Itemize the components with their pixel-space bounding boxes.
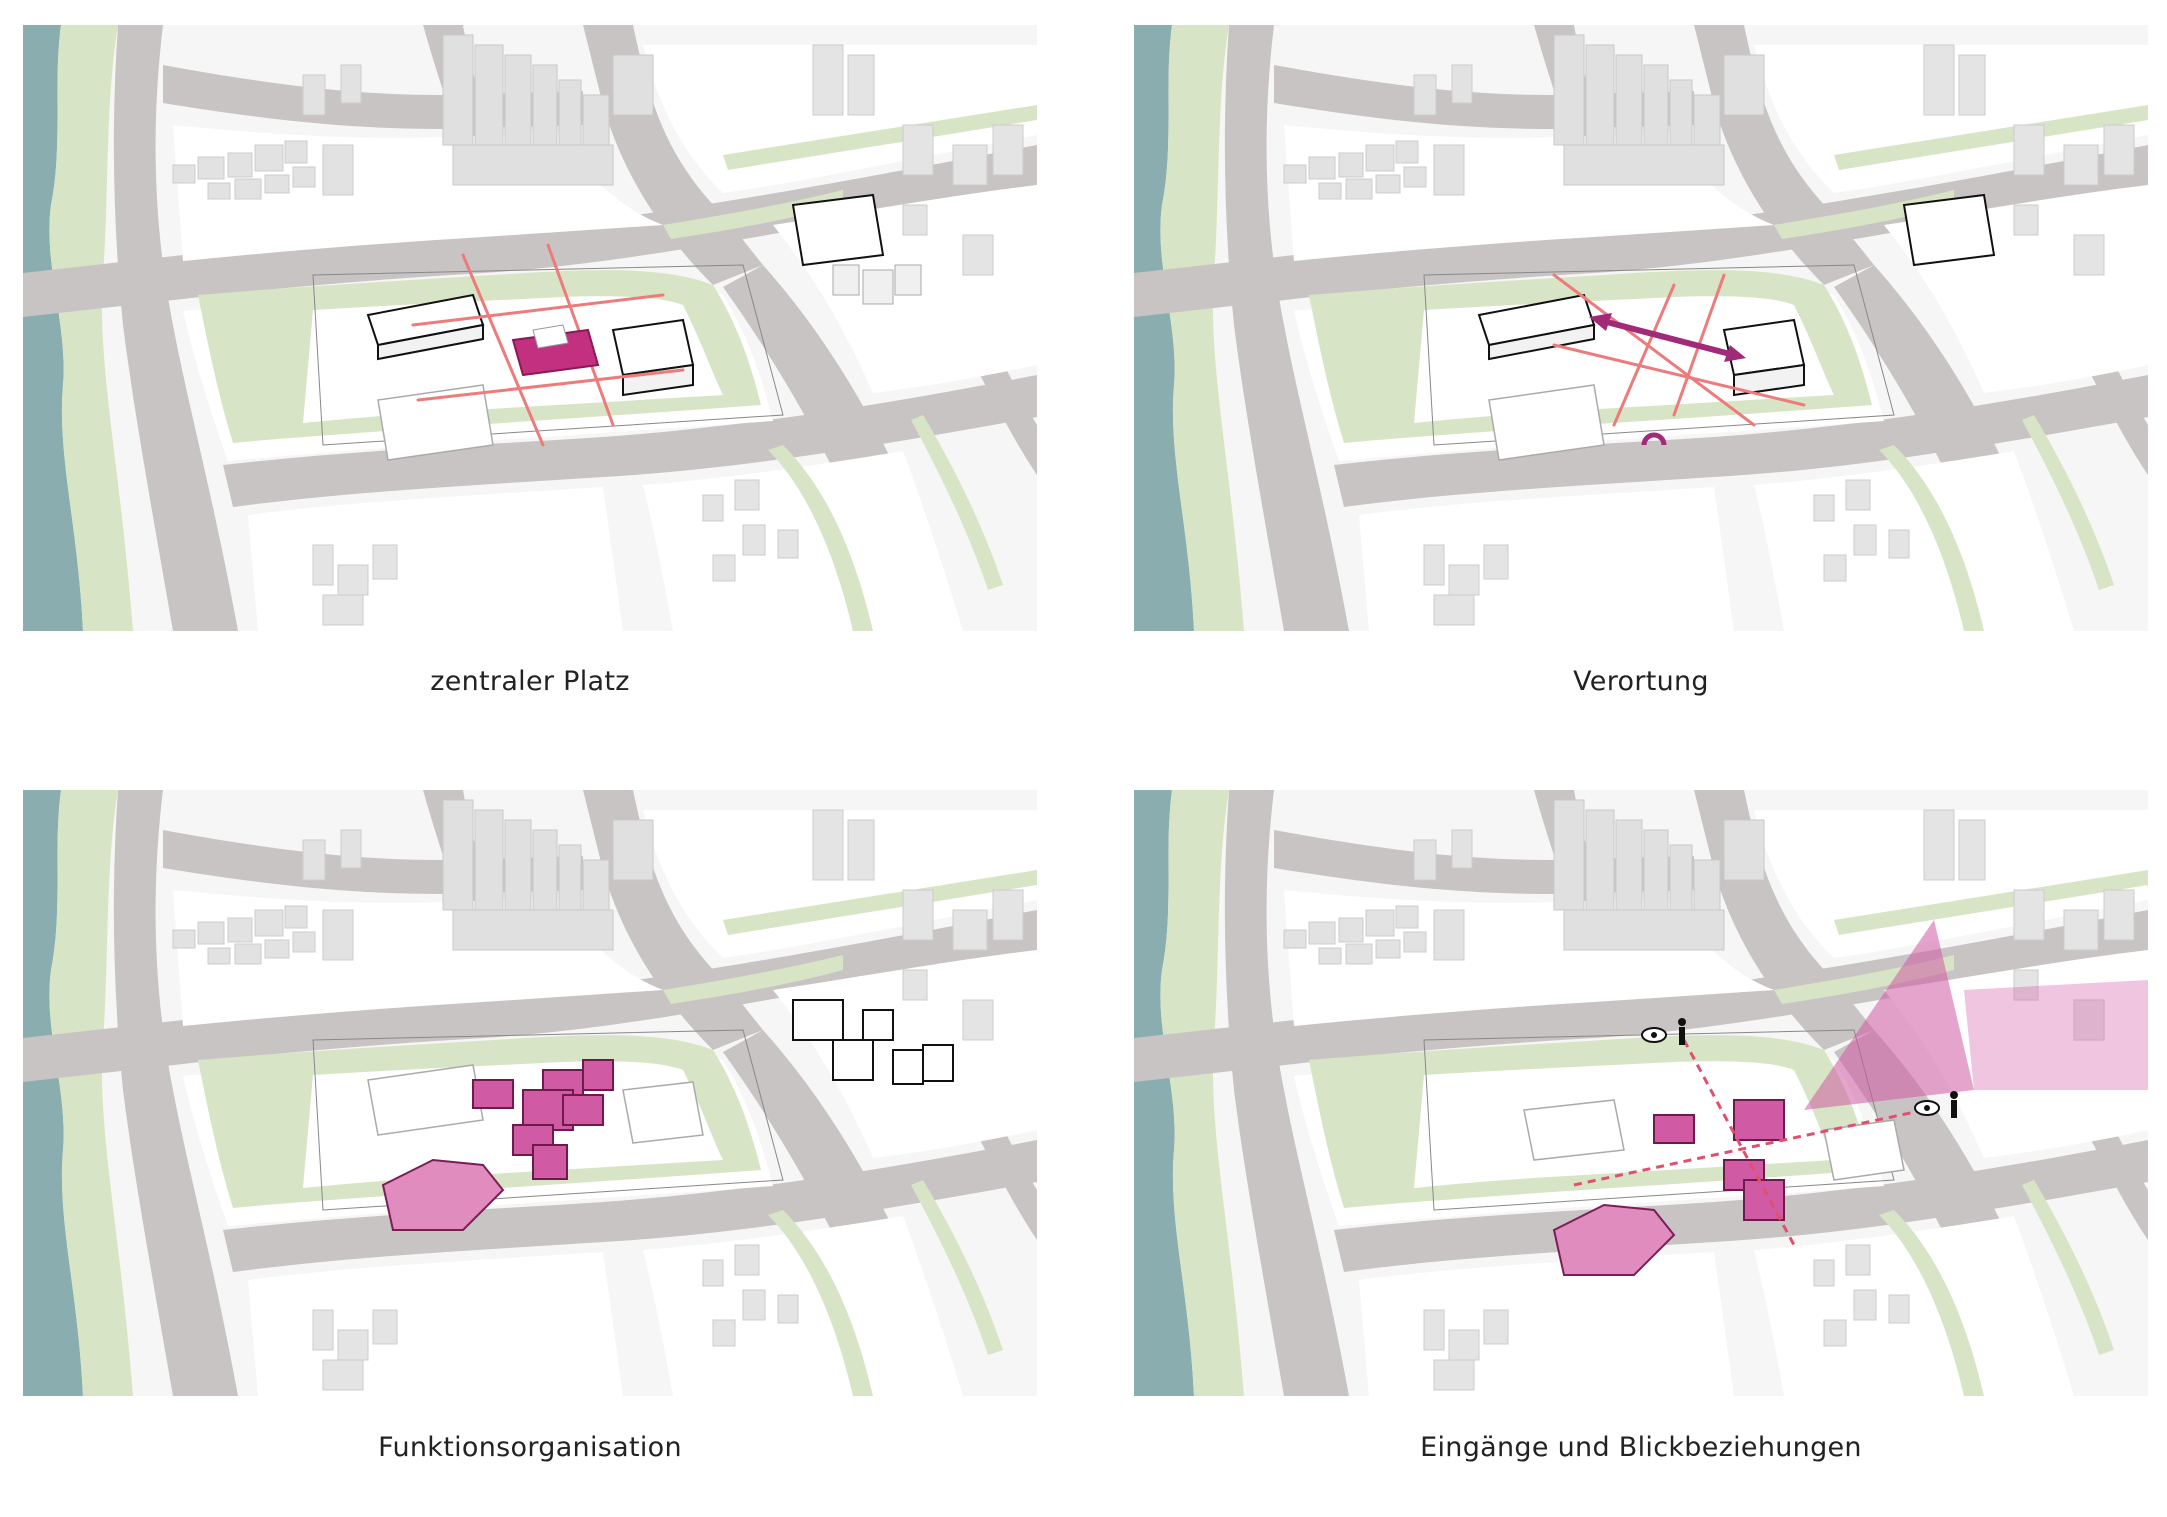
view-cone bbox=[1804, 920, 1974, 1110]
eye-icon bbox=[1914, 1100, 1940, 1116]
panel-zentraler-platz bbox=[23, 25, 1037, 631]
panel-eingaenge-blickbeziehungen bbox=[1134, 790, 2148, 1396]
person-icon bbox=[1950, 1091, 1958, 1118]
caption-eingaenge-blickbeziehungen: Eingänge und Blickbeziehungen bbox=[1420, 1432, 1862, 1463]
diagram-verortung bbox=[1134, 25, 2148, 631]
rotate-icon bbox=[1641, 432, 1667, 446]
diagram-eingaenge-blickbeziehungen bbox=[1134, 790, 2148, 1396]
eye-icon bbox=[1641, 1027, 1667, 1043]
caption-funktionsorganisation: Funktionsorganisation bbox=[378, 1432, 682, 1463]
panel-funktionsorganisation bbox=[23, 790, 1037, 1396]
function-volume-large bbox=[1552, 1203, 1676, 1276]
function-cluster bbox=[472, 1059, 614, 1180]
diagram-funktionsorganisation bbox=[23, 790, 1037, 1396]
entrance-arrows bbox=[1573, 1039, 1925, 1246]
person-icon bbox=[1678, 1018, 1686, 1045]
function-volume-large bbox=[381, 1158, 505, 1231]
panel-verortung bbox=[1134, 25, 2148, 631]
caption-zentraler-platz: zentraler Platz bbox=[430, 666, 630, 697]
diagram-zentraler-platz bbox=[23, 25, 1037, 631]
caption-verortung: Verortung bbox=[1573, 666, 1709, 697]
double-arrow bbox=[1589, 313, 1746, 362]
